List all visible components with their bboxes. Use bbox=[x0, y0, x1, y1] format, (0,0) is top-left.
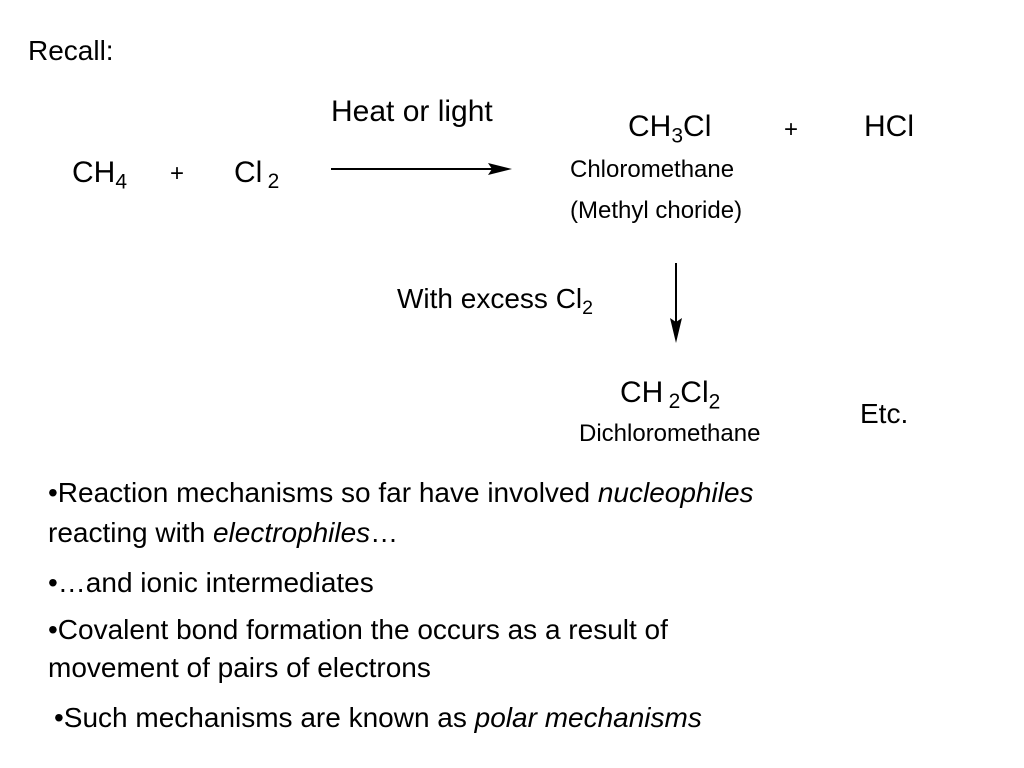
horizontal-reaction-arrow bbox=[331, 163, 512, 175]
bullet-1-line-2-ellipsis: … bbox=[370, 517, 399, 548]
methane-base: CH bbox=[72, 156, 116, 189]
reactant-methane: CH4 bbox=[72, 156, 128, 194]
plus-sign-reactants: + bbox=[170, 160, 185, 187]
bullet-reaction-mechanisms: •Reaction mechanisms so far have involve… bbox=[48, 472, 754, 554]
bullet-1-line-1: •Reaction mechanisms so far have involve… bbox=[48, 472, 754, 514]
product-hcl: HCl bbox=[864, 110, 914, 143]
recall-heading: Recall: bbox=[28, 35, 114, 66]
chloromethane-subscript: 3 bbox=[671, 124, 684, 148]
bullet-ionic-intermediates: •…and ionic intermediates bbox=[48, 567, 374, 598]
plus-sign-products: + bbox=[784, 116, 799, 143]
chlorine-base: Cl bbox=[234, 156, 263, 189]
bullet-4-emphasis-polar-mechanisms: polar mechanisms bbox=[474, 702, 702, 733]
bullet-1-line-1-text: •Reaction mechanisms so far have involve… bbox=[48, 477, 598, 508]
excess-chlorine-condition: With excess Cl2 bbox=[397, 285, 593, 318]
etc-label: Etc. bbox=[860, 398, 909, 429]
product-chloromethane: CH3Cl bbox=[628, 110, 712, 148]
chloromethane-base: CH bbox=[628, 110, 672, 143]
chloromethane-name: Chloromethane bbox=[570, 156, 735, 183]
bullet-3-line-1: •Covalent bond formation the occurs as a… bbox=[48, 614, 668, 645]
reaction-condition: Heat or light bbox=[331, 95, 493, 128]
chloromethane-tail: Cl bbox=[683, 110, 712, 143]
bullet-covalent-bond-formation: •Covalent bond formation the occurs as a… bbox=[48, 609, 668, 689]
methyl-chloride-name: (Methyl choride) bbox=[570, 197, 743, 224]
bullet-polar-mechanisms: •Such mechanisms are known as polar mech… bbox=[54, 697, 702, 739]
excess-label-text: With excess Cl bbox=[397, 283, 583, 314]
bullet-4-text: •Such mechanisms are known as bbox=[54, 702, 475, 733]
dichloromethane-name: Dichloromethane bbox=[579, 420, 761, 447]
chlorine-subscript: 2 bbox=[267, 170, 280, 194]
bullet-3-line-2: movement of pairs of electrons bbox=[48, 652, 431, 683]
dichloromethane-mid: Cl bbox=[680, 376, 709, 409]
bullet-1-emphasis-electrophiles: electrophiles bbox=[212, 517, 371, 548]
dichloromethane-base: CH bbox=[620, 376, 664, 409]
excess-label-subscript: 2 bbox=[582, 296, 594, 319]
dichloromethane-subscript-1: 2 bbox=[668, 390, 681, 414]
bullet-1-line-2: reacting with electrophiles… bbox=[48, 512, 754, 554]
vertical-reaction-arrow bbox=[670, 263, 682, 343]
bullet-1-emphasis-nucleophiles: nucleophiles bbox=[597, 477, 754, 508]
bullet-1-line-2-text: reacting with bbox=[48, 517, 213, 548]
methane-subscript: 4 bbox=[115, 170, 128, 194]
dichloromethane-subscript-2: 2 bbox=[708, 390, 721, 414]
